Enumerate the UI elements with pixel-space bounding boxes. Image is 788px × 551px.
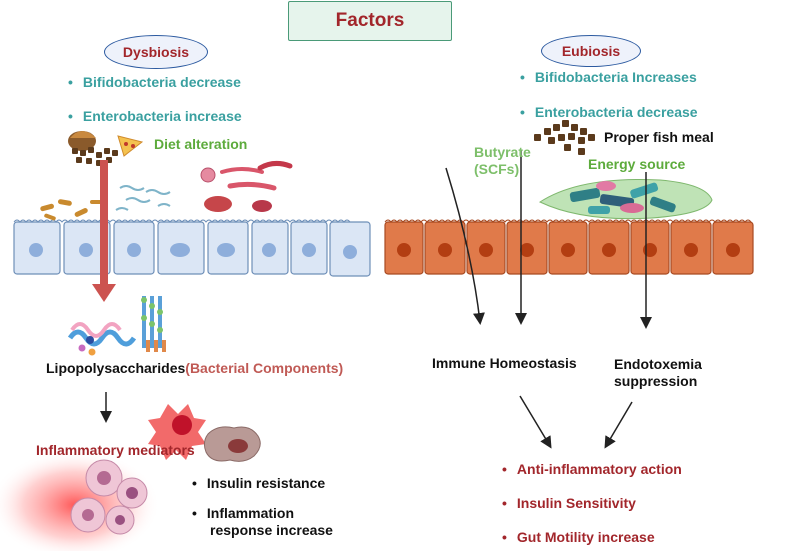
- right-cell-nuclei: [397, 243, 740, 257]
- fish-meal-illustration: [534, 120, 595, 155]
- butyrate-line-2: (SCFs): [474, 161, 520, 177]
- butyrate-curve-arrow: [445, 167, 485, 325]
- right-bullet-2: Enterobacteria decrease: [520, 104, 698, 120]
- left-bullet-2: Enterobacteria increase: [68, 108, 242, 124]
- right-outcome-3: Gut Motility increase: [502, 529, 655, 545]
- inflammatory-mediators-label: Inflammatory mediators: [36, 442, 195, 458]
- lps-molecule-illustration: [67, 296, 166, 356]
- endotoxemia-line-1: Endotoxemia: [614, 356, 702, 372]
- immune-homeostasis-label: Immune Homeostasis: [432, 355, 577, 371]
- left-outcome-2b: response increase: [210, 522, 333, 538]
- macrophage-illustration: [148, 404, 261, 462]
- junk-food-illustration: [68, 131, 144, 166]
- lps-label: Lipopolysaccharides(Bacterial Components…: [46, 360, 343, 376]
- diet-alteration-label: Diet alteration: [154, 136, 248, 152]
- right-outcome-1: Anti-inflammatory action: [502, 461, 682, 477]
- left-outcome-2: Inflammation: [192, 505, 294, 522]
- dysbiosis-bacteria: [40, 160, 293, 221]
- left-epithelium: [13, 221, 371, 277]
- left-microvilli: [13, 219, 351, 223]
- energy-source-illustration: [538, 179, 713, 220]
- right-microvilli: [384, 219, 752, 223]
- immune-to-outcomes-arrow: [519, 395, 552, 449]
- inflamed-tissue-illustration: [0, 450, 160, 551]
- lps-paren: (Bacterial Components): [185, 360, 344, 376]
- butyrate-label: Butyrate (SCFs): [474, 144, 531, 178]
- lps-main: Lipopolysaccharides: [46, 360, 186, 376]
- factors-title: Factors: [288, 1, 452, 41]
- dysbiosis-heading: Dysbiosis: [104, 35, 208, 69]
- energy-source-label: Energy source: [588, 156, 686, 172]
- left-outcome-1: Insulin resistance: [192, 475, 325, 492]
- butyrate-line-1: Butyrate: [474, 144, 531, 160]
- eubiosis-heading: Eubiosis: [541, 35, 641, 67]
- left-bullet-1: Bifidobacteria decrease: [68, 74, 241, 90]
- endotoxemia-line-2: suppression: [614, 373, 698, 389]
- dysbiosis-red-arrow: [92, 160, 116, 302]
- right-bullet-1: Bifidobacteria Increases: [520, 69, 697, 85]
- endotoxemia-to-outcomes-arrow: [604, 401, 633, 449]
- left-cell-nuclei: [29, 243, 357, 259]
- endotoxemia-label: Endotoxemia suppression: [614, 356, 702, 390]
- right-outcome-2: Insulin Sensitivity: [502, 495, 636, 511]
- proper-fish-meal-label: Proper fish meal: [604, 129, 714, 145]
